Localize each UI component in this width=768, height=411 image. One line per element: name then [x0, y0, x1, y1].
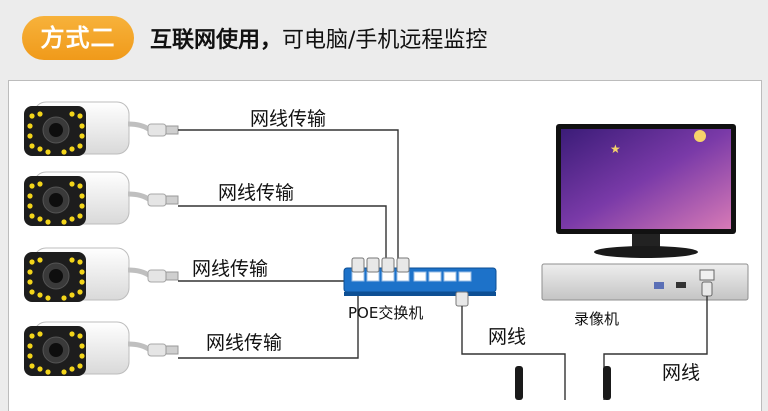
camera-4 [24, 322, 178, 376]
nvr-label: 录像机 [574, 310, 620, 328]
camera-link-label-1: 网线传输 [250, 108, 327, 130]
method-badge: 方式二 [22, 16, 134, 60]
cable-switch-router [461, 306, 566, 400]
camera-1 [24, 102, 178, 156]
camera-link-label-2: 网线传输 [218, 182, 295, 204]
poe-switch-label: POE交换机 [348, 304, 424, 322]
camera-3 [24, 248, 178, 302]
network-diagram: ★ [0, 0, 749, 400]
page-title-bold: 互联网使用， [150, 28, 283, 53]
page-title: 互联网使用，可电脑/手机远程监控 [150, 22, 487, 54]
camera-2 [24, 172, 178, 226]
cable-camera-4 [178, 272, 359, 359]
cable-camera-1 [178, 129, 399, 262]
cable-camera-2 [178, 205, 387, 262]
nvr [541, 263, 749, 301]
header: 方式二 互联网使用，可电脑/手机远程监控 [0, 0, 768, 78]
router-antenna-left [515, 366, 523, 400]
poe-switch [343, 257, 497, 307]
camera-link-label-3: 网线传输 [192, 258, 269, 280]
page-title-rest: 可电脑/手机远程监控 [282, 28, 488, 53]
nvr-link-label: 网线 [662, 362, 701, 384]
svg-text:★: ★ [610, 142, 621, 156]
router-antenna-right [603, 366, 611, 400]
camera-cables [178, 129, 399, 359]
switch-link-label: 网线 [488, 326, 527, 348]
monitor: ★ [556, 124, 736, 258]
camera-link-label-4: 网线传输 [206, 332, 283, 354]
